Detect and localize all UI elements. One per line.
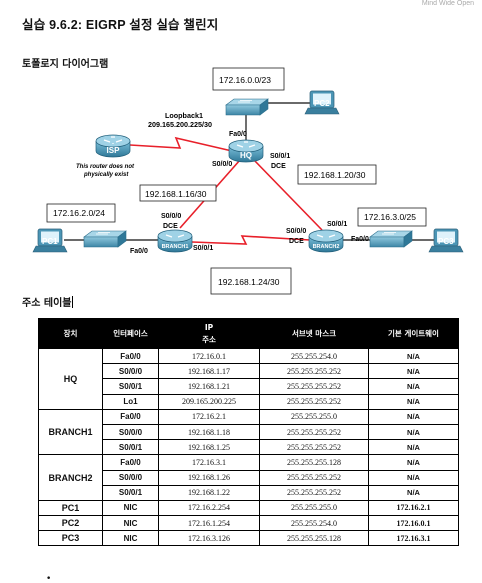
pc3-label: PC3 [438,237,454,246]
table-row: BRANCH2 Fa0/0 172.16.3.1 255.255.255.128… [38,454,459,501]
topology-diagram: 172.16.0.0/23 192.168.1.16/30 192.168.1.… [32,67,464,295]
network-label-hq-branch1: 192.168.1.16/30 [139,184,217,202]
network-label-branch2-lan: 172.16.3.0/25 [357,207,427,227]
branch1-dce-label: DCE [163,223,178,230]
pc1-label: PC1 [42,237,58,246]
pc2-label: PC2 [314,99,330,108]
device-cell: PC2 [38,515,103,532]
branch2-dce-label: DCE [289,238,304,245]
svg-text:172.16.0.0/23: 172.16.0.0/23 [219,75,271,85]
col-header-device: 장치 [38,318,103,349]
branch1-s000-port: S0/0/0 [161,213,181,220]
table-row: Lo1 209.165.200.225 255.255.255.252 N/A [39,393,459,410]
branch2-router-icon: BRANCH2 [308,229,344,253]
svg-text:HQ: HQ [240,151,252,160]
svg-text:BRANCH1: BRANCH1 [162,244,189,250]
svg-text:192.168.1.20/30: 192.168.1.20/30 [304,170,366,180]
table-row: S0/0/1 192.168.1.25 255.255.255.252 N/A [39,439,459,456]
svg-text:172.16.3.0/25: 172.16.3.0/25 [364,212,416,222]
network-label-branch1-lan: 172.16.2.0/24 [46,203,116,223]
svg-text:172.16.2.0/24: 172.16.2.0/24 [53,208,105,218]
table-row: BRANCH1 Fa0/0 172.16.2.1 255.255.255.0 N… [38,408,459,456]
serial-link-hq-branch2 [253,159,323,231]
device-cell: PC3 [38,530,103,547]
document-title: 실습 9.6.2: EIGRP 설정 실습 챌린지 [22,18,219,32]
table-row: PC3 NIC 172.16.3.126 255.255.255.128 172… [38,530,459,547]
topology-heading: 토폴로지 다이어그램 [22,59,109,70]
svg-text:ISP: ISP [107,146,121,155]
isp-note-line2: physically exist [83,172,129,178]
bullet-point: • [46,574,52,583]
col-header-gateway: 기본 게이트웨이 [368,318,459,349]
table-row: S0/0/0 192.168.1.18 255.255.255.252 N/A [39,423,459,441]
branch1-router-icon: BRANCH1 [157,229,193,253]
table-row: S0/0/1 192.168.1.22 255.255.255.252 N/A [39,484,459,501]
switch-icon [225,98,269,116]
isp-router-icon: ISP [95,134,131,158]
loopback-address: 209.165.200.225/30 [148,120,212,129]
branch2-fa00-port: Fa0/0 [351,236,369,243]
device-cell: HQ [38,348,103,410]
device-cell: BRANCH1 [38,408,103,456]
branch2-s001-port: S0/0/1 [327,221,347,228]
branch2-s000-port: S0/0/0 [286,228,306,235]
table-row: PC2 NIC 172.16.1.254 255.255.254.0 172.1… [38,515,459,532]
branch1-fa00-port: Fa0/0 [130,248,148,255]
hq-fa00-port: Fa0/0 [229,131,247,138]
table-row: HQ Fa0/0 172.16.0.1 255.255.254.0 N/A [38,347,459,410]
svg-text:BRANCH2: BRANCH2 [313,244,340,250]
branch1-s001-port: S0/0/1 [193,245,213,252]
hq-s001-port: S0/0/1 [270,153,290,160]
isp-note-line1: This router does not [76,164,135,170]
device-cell: PC1 [38,499,103,517]
col-header-interface: 인터페이스 [102,318,159,349]
network-label-hq-lan: 172.16.0.0/23 [212,67,285,91]
address-table-heading: 주소 테이블 [22,296,74,309]
hq-router-icon: HQ [228,139,264,163]
serial-link-isp-hq [129,136,233,152]
hq-s000-port: S0/0/0 [212,161,232,168]
loopback-label: Loopback1 [165,111,203,120]
device-cell: BRANCH2 [38,454,103,501]
table-row: PC1 NIC 172.16.2.254 255.255.255.0 172.1… [38,499,459,517]
brand-watermark: Mind Wide Open [421,0,474,7]
table-row: S0/0/0 192.168.1.17 255.255.255.252 N/A [39,363,459,380]
col-header-subnet: 서브넷 마스크 [259,318,369,349]
network-label-hq-branch2: 192.168.1.20/30 [297,164,377,185]
serial-link-branch1-branch2 [191,235,311,245]
svg-text:192.168.1.24/30: 192.168.1.24/30 [218,277,280,287]
svg-text:192.168.1.16/30: 192.168.1.16/30 [145,189,207,199]
switch-icon [83,230,127,248]
hq-dce-label: DCE [271,163,286,170]
network-label-branch1-branch2: 192.168.1.24/30 [210,267,292,295]
table-row: S0/0/1 192.168.1.21 255.255.255.252 N/A [39,378,459,395]
switch-icon [369,230,413,248]
